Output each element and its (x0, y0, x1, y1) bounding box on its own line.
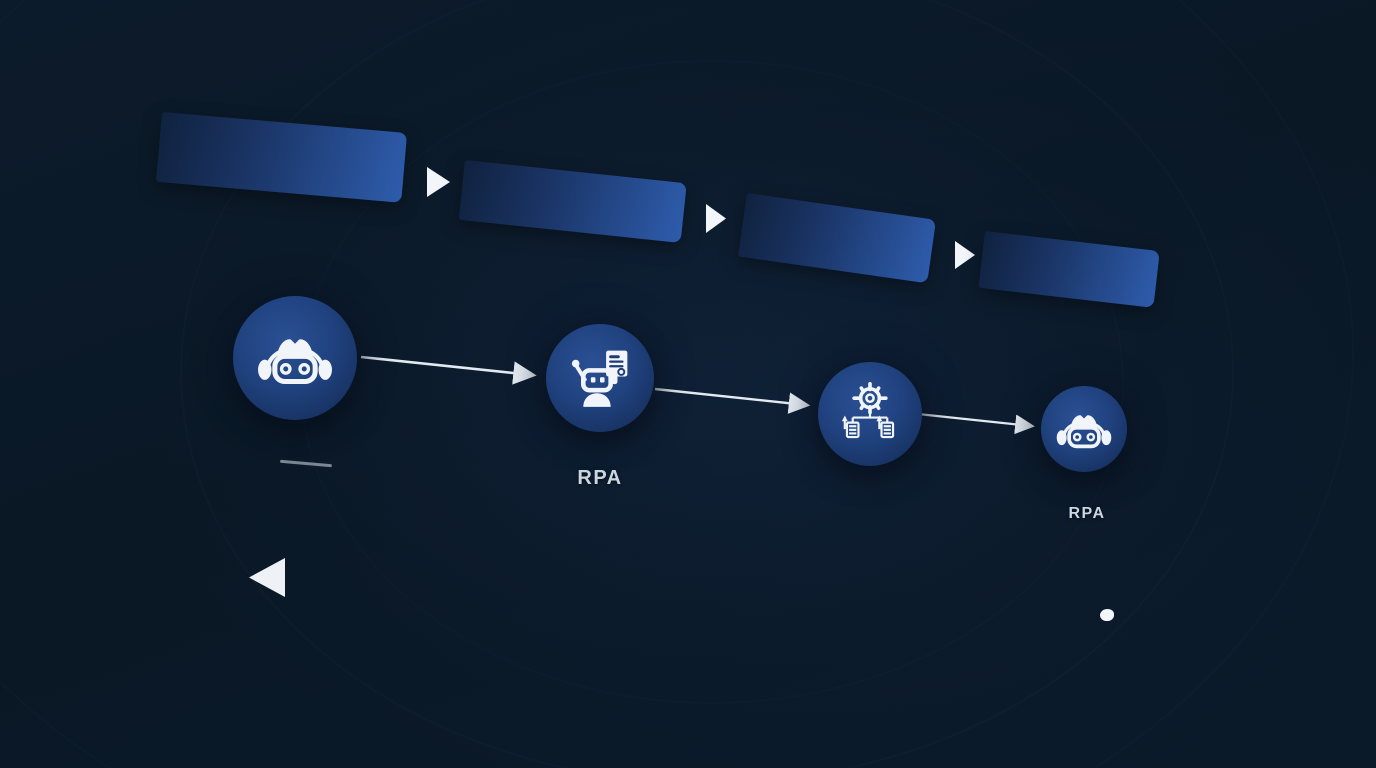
play-triangle-icon (427, 167, 450, 197)
node-label-rpa: RPA (577, 467, 623, 489)
left-triangle-icon (249, 558, 285, 597)
rpa-headset-node (1041, 386, 1127, 472)
robot-headset-icon (258, 339, 332, 385)
robot-document-icon (571, 350, 628, 407)
node-label-rpa-2: RPA (1068, 505, 1106, 522)
gear-documents-icon (841, 381, 895, 439)
arrow-right-icon (360, 355, 1035, 435)
rpa-robot-node (546, 324, 654, 432)
banner-step-4 (978, 231, 1160, 308)
background-ring (300, 60, 1124, 704)
underline-dash (279, 459, 333, 468)
robot-headset-icon (1056, 415, 1112, 449)
bot-headset-node (233, 296, 357, 420)
small-dot (1100, 609, 1114, 621)
gear-process-node (818, 362, 922, 466)
banner-step-3 (737, 193, 937, 284)
banner-step-1 (156, 112, 408, 203)
banner-step-2 (458, 160, 687, 243)
play-triangle-icon (706, 204, 726, 233)
play-triangle-icon (955, 241, 975, 269)
